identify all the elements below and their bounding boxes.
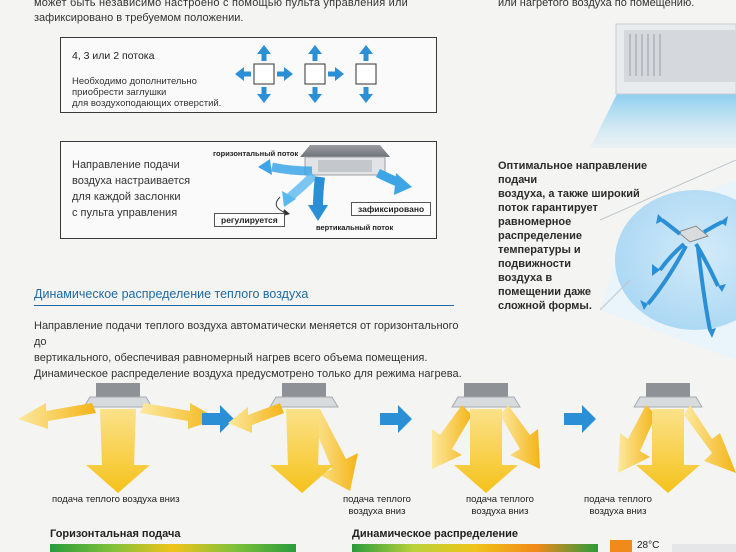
heatmap-right	[352, 544, 598, 552]
optimal-line-2: воздуха, а также широкий	[498, 188, 640, 200]
optimal-line-7: подвижности	[498, 258, 572, 270]
caption-3-line-1: подача теплого	[466, 494, 534, 505]
direction-line-1: Направление подачи	[72, 159, 180, 171]
airflow-options-title: 4, 3 или 2 потока	[72, 50, 155, 62]
direction-line-2: воздуха настраивается	[72, 175, 191, 187]
section-heading: Динамическое распределение теплого возду…	[34, 287, 309, 301]
note-line-3: для воздухоподающих отверстий.	[72, 98, 222, 109]
note-line-2: приобрести заглушки	[72, 87, 167, 98]
right-panel-edge	[672, 544, 736, 552]
optimal-line-4: равномерное	[498, 216, 572, 228]
stage-1-horizontal	[18, 382, 218, 493]
optimal-direction-text: Оптимальное направление подачи воздуха, …	[498, 159, 688, 313]
horizontal-supply-title: Горизонтальная подача	[50, 528, 181, 540]
sequence-arrow-1	[202, 405, 234, 433]
stage-3	[432, 382, 540, 493]
optimal-line-5: распределение	[498, 230, 583, 242]
top-right-text: или нагретого воздуха по помещению.	[498, 0, 695, 9]
caption-stage-3: подача теплого воздуха вниз	[466, 494, 534, 518]
vertical-flow-label: вертикальный поток	[316, 223, 394, 232]
caption-2-line-2: воздуха вниз	[348, 506, 406, 517]
top-text-line1: может быть независимо настроено с помощь…	[34, 0, 408, 9]
three-way-flow-icon	[304, 45, 344, 103]
caption-stage-2: подача теплого воздуха вниз	[343, 494, 411, 518]
para-line-2: вертикального, обеспечивая равномерный н…	[34, 352, 428, 364]
direction-diagram	[258, 145, 412, 221]
warm-air-sequence	[18, 382, 736, 493]
adjustable-tag: регулируется	[214, 213, 285, 227]
heatmap-left	[50, 544, 296, 552]
note-line-1: Необходимо дополнительно	[72, 76, 197, 87]
stage-4	[618, 382, 736, 493]
section-paragraph: Направление подачи теплого воздуха автом…	[34, 318, 464, 382]
top-text-line2: зафиксировано в требуемом положении.	[34, 12, 244, 24]
flow-diagrams	[235, 45, 377, 103]
direction-line-3: для каждой заслонки	[72, 191, 181, 203]
airflow-options-note: Необходимо дополнительно приобрести загл…	[72, 76, 221, 109]
caption-4-line-2: воздуха вниз	[589, 506, 647, 517]
four-way-flow-icon	[235, 45, 293, 103]
stage-2	[228, 382, 358, 493]
direction-line-4: с пульта управления	[72, 207, 178, 219]
temp-label: 28°C	[637, 540, 660, 551]
horizontal-flow-label: горизонтальный поток	[213, 149, 299, 158]
sequence-arrow-2	[380, 405, 412, 433]
optimal-line-8: воздуха в	[498, 272, 553, 284]
para-line-3: Динамическое распределение воздуха преду…	[34, 368, 462, 380]
sequence-arrow-3	[564, 405, 596, 433]
caption-4-line-1: подача теплого	[584, 494, 652, 505]
optimal-line-1: Оптимальное направление подачи	[498, 160, 648, 186]
optimal-line-6: температуры и	[498, 244, 581, 256]
direction-control-text: Направление подачи воздуха настраивается…	[72, 157, 190, 221]
optimal-line-10: сложной формы.	[498, 300, 592, 312]
para-line-1: Направление подачи теплого воздуха автом…	[34, 320, 459, 348]
cassette-unit-image	[590, 23, 736, 148]
caption-stage-4: подача теплого воздуха вниз	[584, 494, 652, 518]
fixed-tag: зафиксировано	[351, 202, 432, 216]
temp-swatch	[610, 540, 632, 552]
two-way-flow-icon	[355, 45, 377, 103]
caption-3-line-2: воздуха вниз	[471, 506, 529, 517]
dynamic-distribution-title: Динамическое распределение	[352, 528, 519, 540]
optimal-line-3: поток гарантирует	[498, 202, 598, 214]
room-airflow-diagram	[600, 160, 736, 360]
section-rule	[34, 305, 454, 306]
caption-2-line-1: подача теплого	[343, 494, 411, 505]
optimal-line-9: помещении даже	[498, 286, 591, 298]
caption-stage-1: подача теплого воздуха вниз	[52, 494, 180, 505]
